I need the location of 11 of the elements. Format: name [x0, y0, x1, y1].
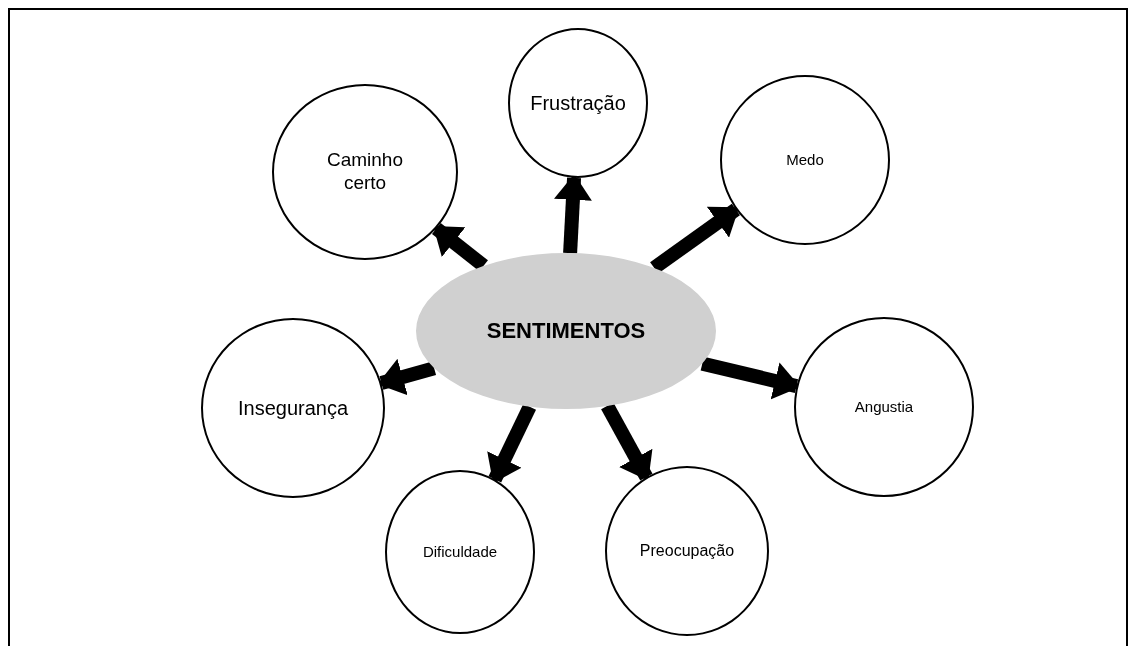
node-label: Dificuldade [422, 543, 498, 561]
node-label: Angustia [854, 398, 914, 416]
node-label: Insegurança [237, 396, 349, 420]
node-label: Medo [786, 151, 824, 169]
node-label: Caminho certo [325, 149, 404, 195]
node-label: Preocupação [639, 541, 735, 561]
block-arrow [650, 203, 740, 274]
block-arrow [377, 358, 437, 396]
block-arrow [601, 402, 653, 481]
node-label: SENTIMENTOS [486, 317, 646, 345]
node-label: Frustração [530, 91, 626, 115]
